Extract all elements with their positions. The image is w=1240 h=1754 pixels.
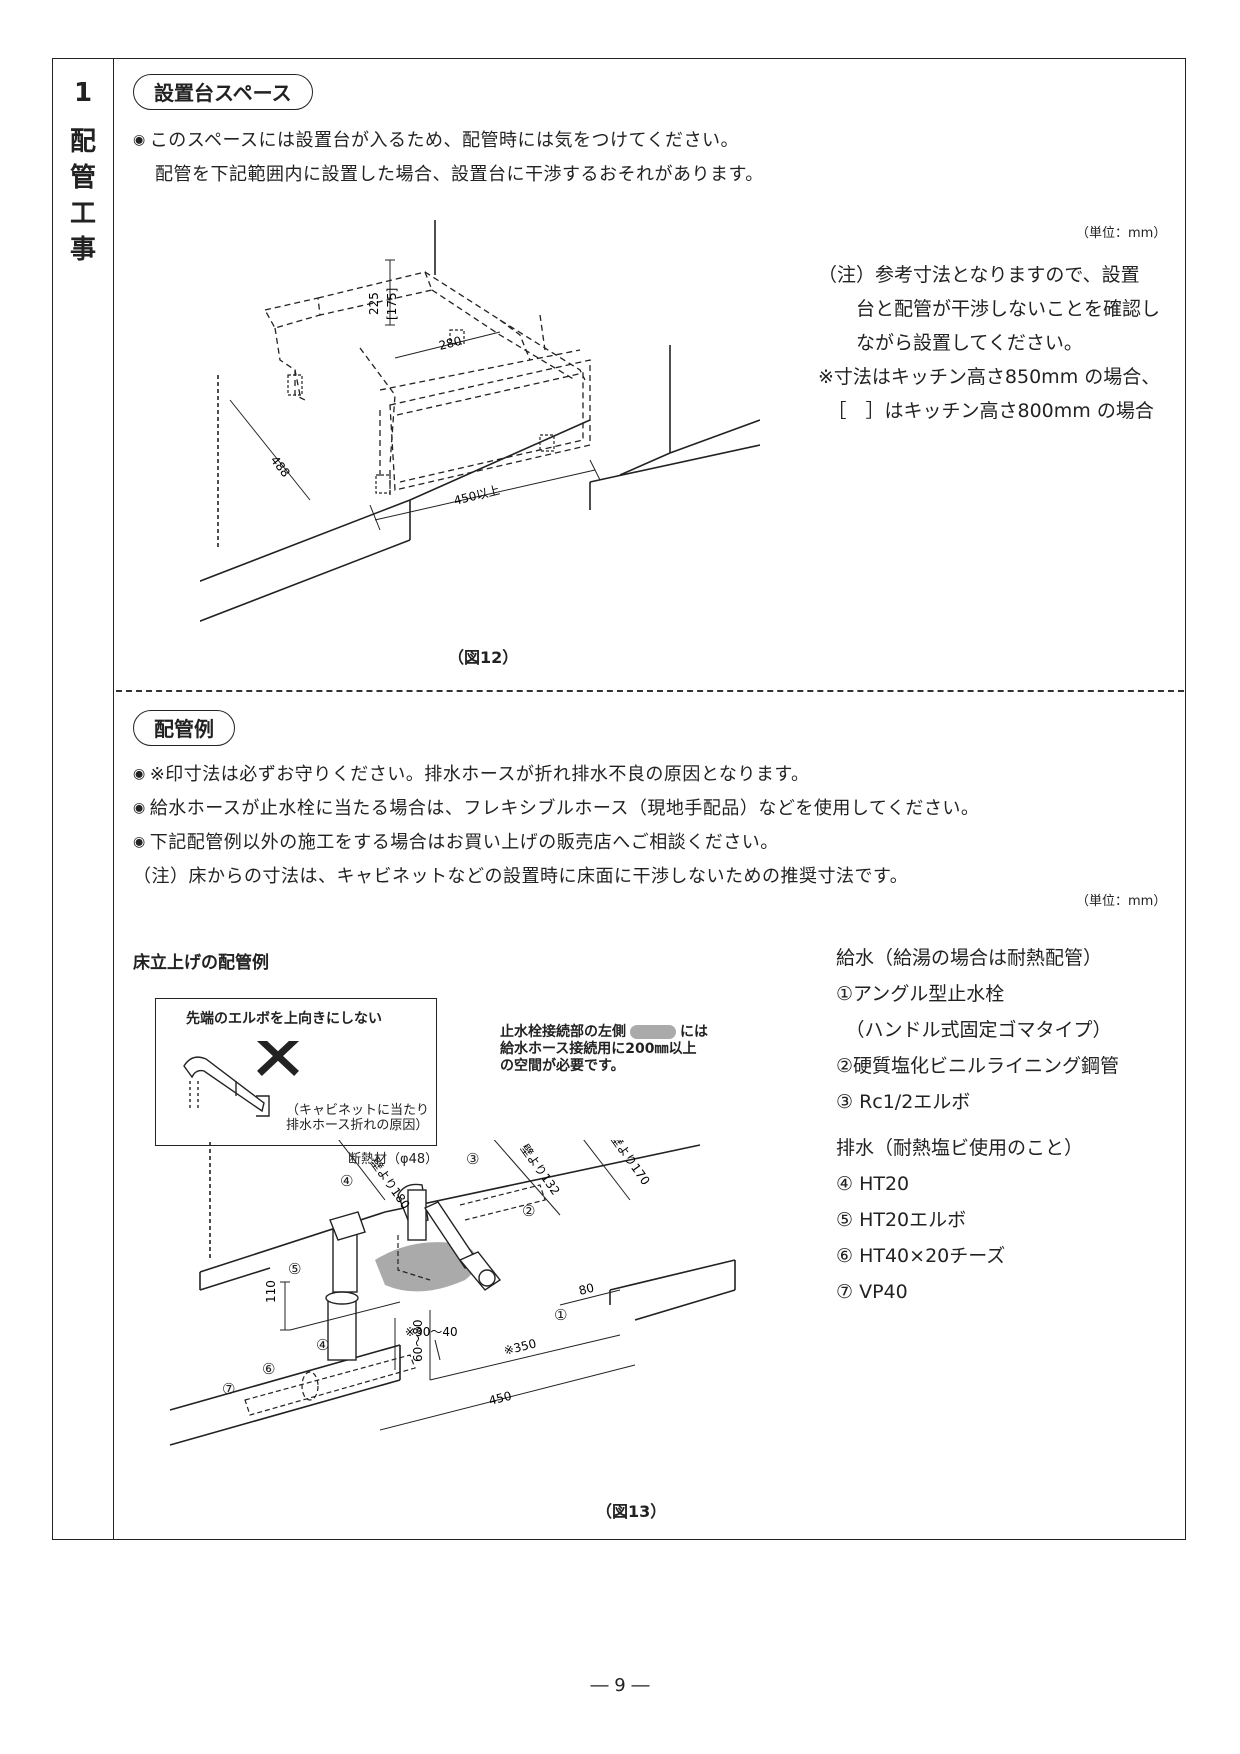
callout-7: ⑦ bbox=[222, 1380, 236, 1398]
space-unit: （単位：mm） bbox=[1076, 226, 1167, 241]
page-frame bbox=[52, 58, 1186, 1540]
figure-12-caption: （図12） bbox=[448, 648, 519, 667]
dim-225: 225 bbox=[367, 292, 381, 315]
callout-2: ② bbox=[522, 1202, 536, 1220]
clearance-note: 止水栓接続部の左側には 給水ホース接続用に200㎜以上 の空間が必要です。 bbox=[500, 1024, 708, 1074]
piping-note: （注）床からの寸法は、キャビネットなどの設置時に床面に干渉しないための推奨寸法で… bbox=[133, 866, 909, 887]
piping-heading: 配管例 bbox=[133, 710, 235, 746]
dim-60-80: 60～80 bbox=[411, 1319, 425, 1362]
cross-icon bbox=[257, 1041, 299, 1076]
piping-line-2: 給水ホースが止水栓に当たる場合は、フレキシブルホース（現地手配品）などを使用して… bbox=[133, 794, 979, 820]
dim-450b: 450 bbox=[487, 1389, 513, 1408]
dim-30-40: ※30～40 bbox=[405, 1325, 458, 1339]
elbow-warning-illustration bbox=[183, 1041, 299, 1117]
dim-450: 450以上 bbox=[452, 483, 501, 508]
page-number: ― 9 ― bbox=[590, 1675, 650, 1696]
figure-13-caption: （図13） bbox=[596, 1502, 667, 1521]
section-number: 1 bbox=[73, 78, 93, 108]
parts-legend: 給水（給湯の場合は耐熱配管） ①アングル型止水栓 （ハンドル式固定ゴマタイプ） … bbox=[836, 947, 1120, 1303]
callout-4b: ④ bbox=[316, 1336, 330, 1354]
callout-6: ⑥ bbox=[262, 1360, 276, 1378]
callout-5: ⑤ bbox=[288, 1260, 302, 1278]
callout-4a: ④ bbox=[340, 1172, 354, 1190]
warning-title: 先端のエルボを上向きにしない bbox=[186, 1011, 382, 1027]
section-column: 1 配 管 工 事 bbox=[52, 58, 114, 1540]
warning-reason: （キャビネットに当たり 排水ホース折れの原因） bbox=[286, 1103, 430, 1133]
section-title: 配 管 工 事 bbox=[69, 127, 96, 265]
clearance-area-icon bbox=[630, 1025, 676, 1039]
callout-1: ① bbox=[554, 1306, 568, 1324]
installation-stand-diagram: 225 [175] 280 488 450以上 bbox=[200, 220, 760, 622]
space-line-1: このスペースには設置台が入るため、配管時には気をつけてください。 bbox=[133, 126, 739, 152]
dim-110: 110 bbox=[264, 1280, 278, 1303]
space-line-2: 配管を下記範囲内に設置した場合、設置台に干渉するおそれがあります。 bbox=[155, 164, 764, 185]
insulation-label: 断熱材（φ48） bbox=[348, 1152, 439, 1167]
dim-175: [175] bbox=[385, 288, 399, 320]
dim-350: ※350 bbox=[502, 1336, 537, 1358]
floor-piping-diagram: 110 ※30～40 60～80 80 ※350 450 壁より180 壁より1… bbox=[169, 1140, 736, 1446]
section-divider bbox=[116, 690, 1184, 692]
dim-80: 80 bbox=[577, 1281, 595, 1298]
piping-line-1: ※印寸法は必ずお守りください。排水ホースが折れ排水不良の原因となります。 bbox=[133, 760, 810, 786]
floor-piping-subheading: 床立上げの配管例 bbox=[133, 953, 269, 973]
piping-line-3: 下記配管例以外の施工をする場合はお買い上げの販売店へご相談ください。 bbox=[133, 828, 779, 854]
space-heading: 設置台スペース bbox=[133, 74, 313, 110]
warning-box: 先端のエルボを上向きにしない （キャビネットに当たり 排水ホース折れの原因） bbox=[155, 998, 437, 1146]
callout-3: ③ bbox=[466, 1150, 480, 1168]
dim-280: 280 bbox=[437, 334, 463, 353]
piping-unit: （単位：mm） bbox=[1076, 894, 1167, 909]
space-notes: （注）参考寸法となりますので、設置 台と配管が干渉しないことを確認し ながら設置… bbox=[818, 264, 1161, 422]
dim-488: 488 bbox=[268, 453, 293, 480]
